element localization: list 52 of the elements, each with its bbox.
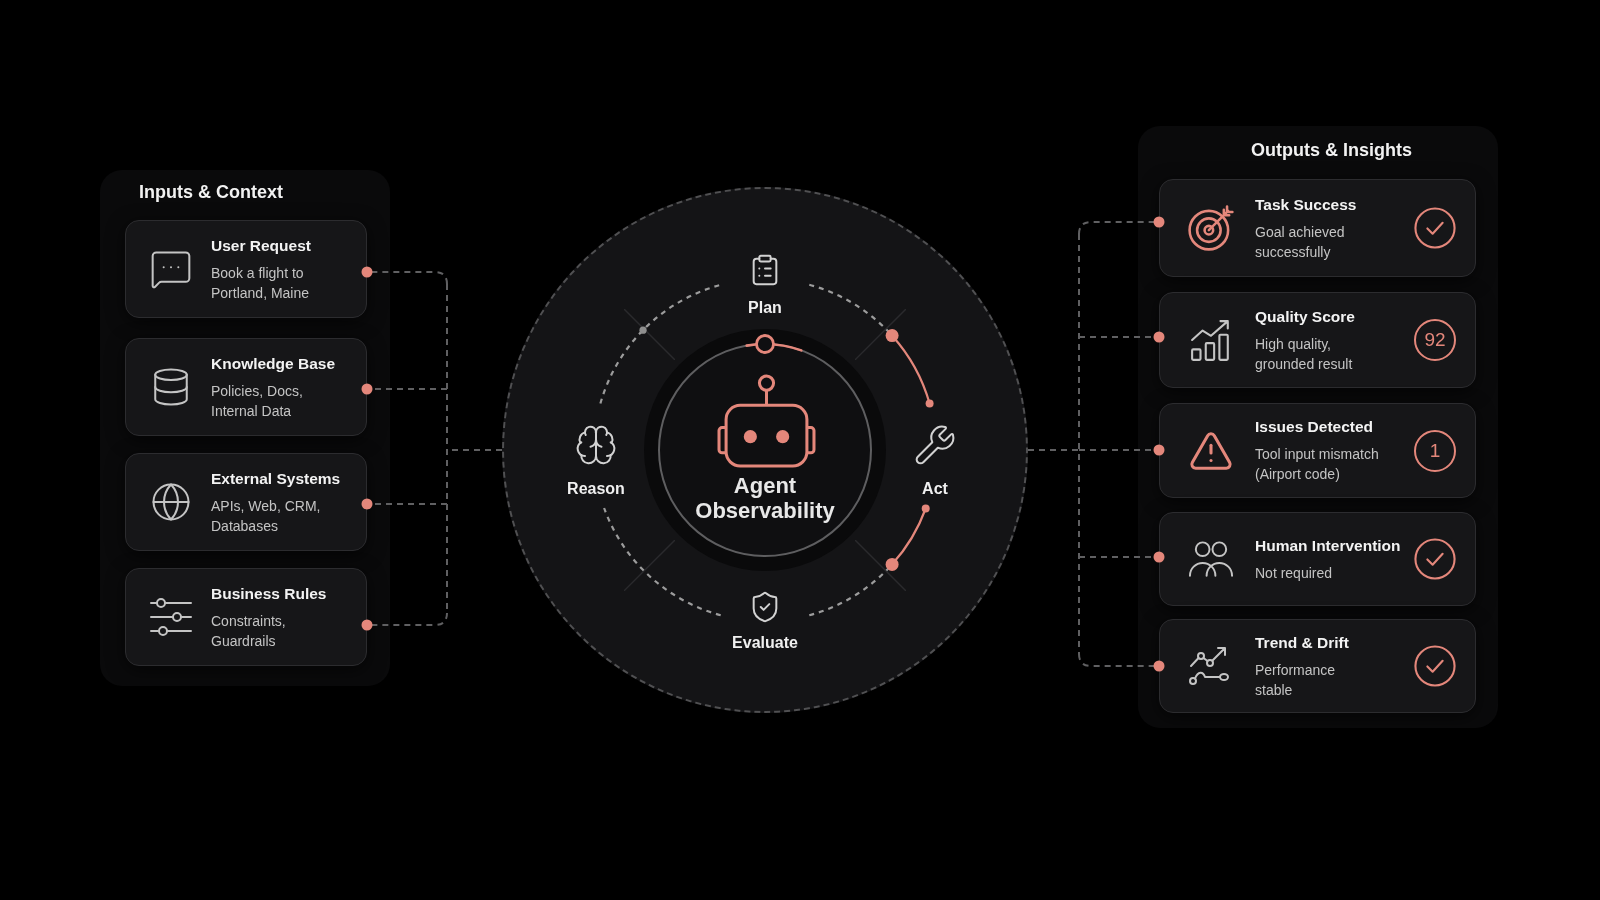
dashed-connector-line [1078, 653, 1165, 672]
card-title: Task Success [1255, 194, 1357, 215]
card-description: Not required [1255, 563, 1333, 583]
dashed-connector-line [1078, 216, 1165, 235]
output-card [1159, 179, 1476, 277]
output-card [1159, 512, 1476, 606]
card-description: Goal achieved successfully [1255, 222, 1346, 262]
score-indicator: 92 [1414, 319, 1456, 361]
dashed-connector-line [1078, 444, 1165, 456]
card-title: Business Rules [211, 583, 327, 604]
panel-heading: Outputs & Insights [1251, 139, 1412, 161]
input-card [125, 220, 367, 318]
dashed-arc-connector [603, 507, 722, 617]
input-panel [100, 170, 390, 686]
card-description: Policies, Docs, Internal Data [211, 381, 304, 421]
card-description: Book a flight to Portland, Maine [211, 263, 311, 303]
dashed-arc-connector [808, 504, 930, 617]
dashed-connector-line [361, 612, 448, 631]
issue-count-indicator: 1 [1414, 429, 1456, 472]
dashed-connector-line [361, 266, 448, 285]
card-description: APIs, Web, CRM, Databases [211, 496, 322, 536]
dashed-connector-line [1078, 331, 1165, 343]
dashed-connector-line [361, 498, 448, 510]
stage-label: Plan [748, 298, 782, 318]
card-title: User Request [211, 235, 311, 256]
dashed-connector-line [1027, 233, 1080, 655]
output-panel [1138, 126, 1498, 728]
card-title: Human Intervention [1255, 535, 1401, 556]
card-title: Quality Score [1255, 306, 1355, 327]
card-description: High quality, grounded result [1255, 334, 1354, 374]
hub-title: Agent Observability [694, 473, 836, 523]
input-card [125, 453, 367, 551]
dashed-connector-line [361, 383, 448, 395]
panel-heading: Inputs & Context [139, 181, 283, 203]
dashed-arc-connector [808, 283, 934, 408]
stage-label: Evaluate [732, 633, 798, 653]
input-card [125, 338, 367, 436]
output-card [1159, 403, 1476, 498]
stage-label: Reason [567, 479, 625, 499]
input-card [125, 568, 367, 666]
dashed-connector-line [1078, 551, 1165, 563]
card-title: Knowledge Base [211, 353, 336, 374]
card-title: Issues Detected [1255, 417, 1374, 437]
card-description: Constraints, Guardrails [211, 611, 287, 651]
card-description: Performance stable [1255, 660, 1337, 700]
output-card [1159, 292, 1476, 388]
card-description: Tool input mismatch (Airport code) [1255, 445, 1380, 484]
card-title: Trend & Drift [1255, 632, 1349, 653]
dashed-arc-connector [599, 283, 722, 404]
card-title: External Systems [211, 468, 341, 489]
stage-label: Act [922, 479, 948, 499]
output-card [1159, 619, 1476, 713]
